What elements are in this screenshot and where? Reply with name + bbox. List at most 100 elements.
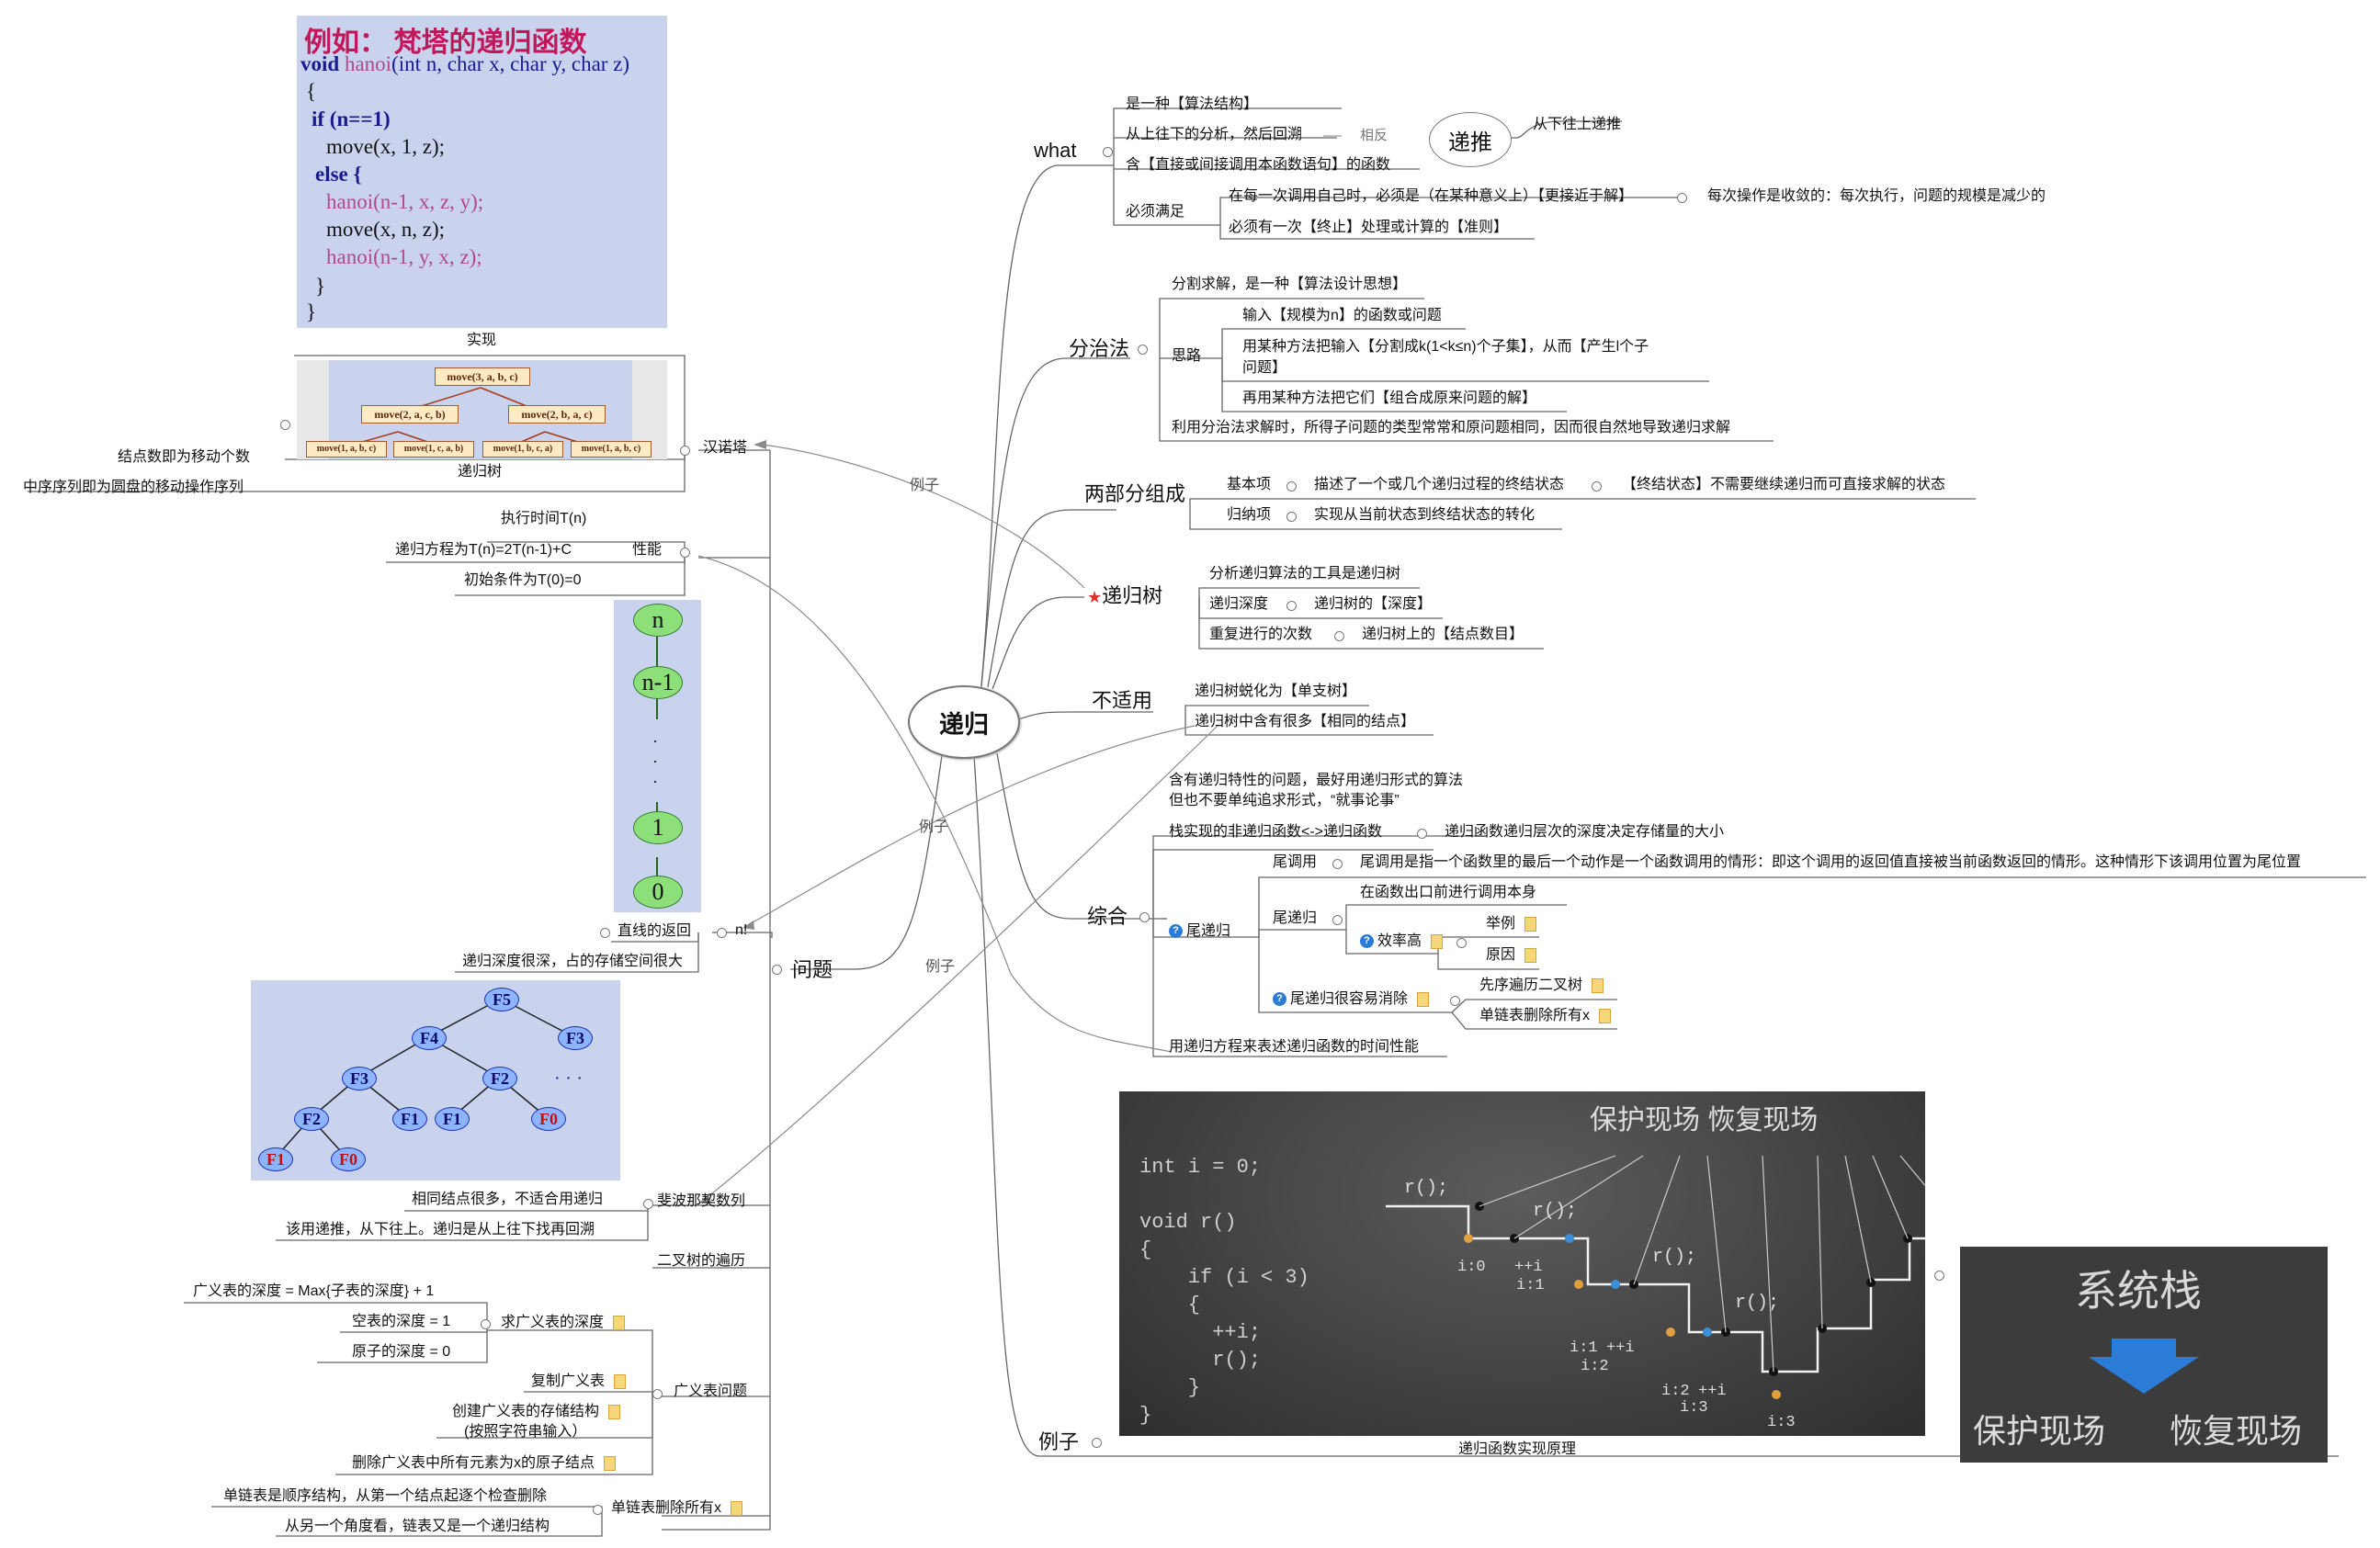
example-code-line: } — [1139, 1376, 1201, 1399]
problem-factorial[interactable]: n! — [735, 922, 748, 938]
example-link-fib — [702, 725, 1218, 1202]
hanoi-tree-node: move(1, a, b, c) — [571, 441, 652, 458]
recurrence-note: 从下往上递推 — [1533, 117, 1622, 132]
stack-restore-label: 恢复现场 — [2170, 1412, 2303, 1450]
comp-tail: ?尾递归 — [1169, 922, 1230, 941]
branch-tree[interactable]: ★递归树 — [1087, 584, 1162, 609]
stair-dot — [1464, 1234, 1473, 1243]
what-item-must: 必须满足 — [1126, 204, 1185, 220]
stair-index-label: i:3 — [1767, 1414, 1796, 1431]
glist-depth-rule: 空表的深度 = 1 — [352, 1314, 451, 1329]
collapse-toggle[interactable] — [1332, 859, 1343, 869]
collapse-toggle[interactable] — [1139, 912, 1150, 922]
dc-idea-item: 输入【规模为n】的函数或问题 — [1242, 308, 1442, 323]
tailrec-item: 在函数出口前进行调用本身 — [1360, 885, 1537, 900]
glist-create-sub: (按照字符串输入） — [464, 1424, 587, 1440]
glist-depth-rule: 原子的深度 = 0 — [352, 1344, 451, 1360]
code-line: hanoi(n-1, y, x, z); — [326, 245, 482, 268]
note-toggle[interactable] — [1592, 481, 1602, 492]
example-link-perf — [697, 555, 1173, 1053]
note-icon[interactable] — [613, 1315, 626, 1330]
branch-what[interactable]: what — [1034, 139, 1077, 162]
note-icon[interactable] — [608, 1404, 621, 1419]
collapse-toggle[interactable] — [717, 928, 727, 938]
fibonacci-node: F4 — [412, 1026, 447, 1050]
note-icon[interactable] — [604, 1455, 617, 1471]
tree-item: 分析递归算法的工具是递归树 — [1209, 566, 1401, 582]
collapse-toggle[interactable] — [1138, 345, 1148, 355]
collapse-toggle[interactable] — [643, 1199, 653, 1209]
factorial-node: 1 — [633, 811, 683, 844]
note-icon[interactable] — [1599, 1008, 1612, 1023]
collapse-toggle[interactable] — [280, 420, 290, 430]
problem-hanoi[interactable]: 汉诺塔 — [703, 440, 748, 456]
stair-call-label: r(); — [1735, 1293, 1779, 1314]
factorial-chain-image: n n-1 · · · 1 0 — [614, 600, 701, 912]
branch-problems[interactable]: 问题 — [792, 958, 833, 981]
collapse-toggle[interactable] — [680, 446, 690, 456]
problem-sll-label: 单链表删除所有x — [611, 1500, 722, 1516]
collapse-toggle[interactable] — [1450, 996, 1460, 1006]
problem-sll[interactable]: 单链表删除所有x — [611, 1499, 743, 1518]
note-icon[interactable] — [1524, 947, 1537, 963]
unfit-item: 递归树蜕化为【单支树】 — [1195, 684, 1357, 699]
fibonacci-node: F3 — [558, 1026, 593, 1050]
comp-item: 但也不要单纯追求形式，“就事论事” — [1169, 793, 1400, 808]
collapse-toggle[interactable] — [1286, 601, 1297, 611]
branch-parts[interactable]: 两部分组成 — [1084, 482, 1186, 505]
question-icon: ? — [1360, 934, 1374, 949]
stair-index-label: ++i — [1514, 1259, 1543, 1276]
note-icon[interactable] — [1524, 916, 1537, 932]
unfit-item: 递归树中含有很多【相同的结点】 — [1195, 714, 1416, 729]
collapse-toggle[interactable] — [1286, 512, 1297, 522]
root-topic[interactable]: 递归 — [908, 685, 1020, 759]
branch-example[interactable]: 例子 — [1038, 1430, 1080, 1453]
hanoi-impl-label: 实现 — [467, 333, 497, 348]
example-code-line: r(); — [1139, 1349, 1262, 1372]
elim-item: 先序遍历二叉树 — [1479, 977, 1604, 995]
branch-line-example — [973, 754, 1112, 1457]
collapse-toggle[interactable] — [1334, 631, 1344, 641]
problem-glist[interactable]: 广义表问题 — [674, 1384, 748, 1399]
note-icon[interactable] — [1592, 977, 1604, 993]
edge-label: 例子 — [925, 959, 956, 975]
stair-index-label: i:3 — [1680, 1399, 1708, 1417]
recurrence-node[interactable]: 递推 — [1429, 112, 1512, 167]
branch-dc[interactable]: 分治法 — [1069, 337, 1130, 360]
note-icon[interactable] — [1431, 933, 1444, 949]
branch-line-tree — [992, 596, 1084, 690]
fibonacci-item: 该用递推，从下往上。递归是从上往下找再回溯 — [286, 1222, 595, 1237]
note-icon[interactable] — [1417, 991, 1430, 1007]
parts-base-desc: 描述了一个或几个递归过程的终结状态 — [1314, 477, 1565, 492]
collapse-toggle[interactable] — [600, 928, 610, 938]
branch-line-dc — [980, 357, 1130, 688]
glist-copy-label: 复制广义表 — [531, 1373, 606, 1389]
glist-copy: 复制广义表 — [531, 1373, 627, 1391]
collapse-toggle[interactable] — [481, 1319, 491, 1329]
collapse-toggle[interactable] — [593, 1505, 603, 1515]
collapse-toggle[interactable] — [1286, 481, 1297, 492]
note-icon[interactable] — [731, 1500, 743, 1516]
collapse-toggle[interactable] — [772, 965, 782, 975]
collapse-toggle[interactable] — [652, 1389, 663, 1399]
collapse-toggle[interactable] — [1092, 1438, 1102, 1448]
collapse-toggle[interactable] — [1417, 829, 1427, 839]
collapse-toggle[interactable] — [1332, 915, 1343, 925]
branch-comp[interactable]: 综合 — [1087, 905, 1128, 928]
hanoi-note: 中序序列即为圆盘的移动操作序列 — [23, 480, 244, 495]
problem-fibonacci[interactable]: 斐波那契数列 — [657, 1193, 746, 1209]
collapse-toggle[interactable] — [1934, 1271, 1944, 1281]
code-line: move(x, n, z); — [326, 218, 446, 241]
collapse-toggle[interactable] — [1103, 147, 1113, 157]
collapse-toggle[interactable] — [1456, 938, 1467, 948]
note-toggle[interactable] — [1677, 193, 1687, 203]
glist-create-label: 创建广义表的存储结构 — [452, 1404, 600, 1419]
fibonacci-node: F5 — [484, 988, 519, 1011]
factorial-dot: · — [652, 772, 658, 790]
code-line: { — [306, 80, 317, 103]
note-icon[interactable] — [614, 1373, 627, 1389]
problem-bintree[interactable]: 二叉树的遍历 — [657, 1253, 746, 1269]
collapse-toggle[interactable] — [680, 548, 690, 558]
branch-unfit[interactable]: 不适用 — [1092, 689, 1153, 712]
stair-ray — [1872, 1155, 1909, 1239]
